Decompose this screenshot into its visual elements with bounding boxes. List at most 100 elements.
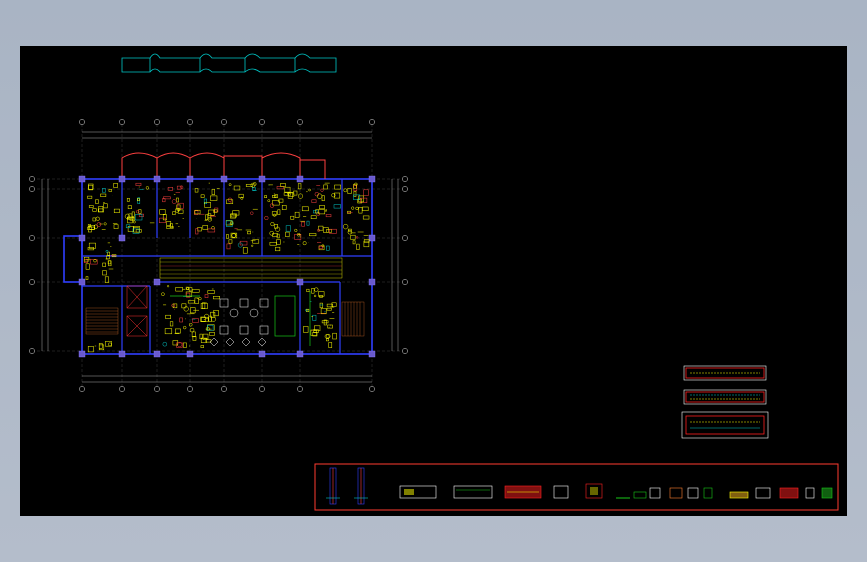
furniture-mark bbox=[320, 308, 327, 315]
elevation-sheet-1[interactable] bbox=[683, 365, 767, 381]
furniture-mark bbox=[352, 240, 356, 245]
furniture-mark bbox=[353, 183, 357, 189]
furniture-mark bbox=[278, 198, 284, 203]
furniture-mark bbox=[98, 343, 103, 349]
furniture-mark bbox=[205, 214, 209, 220]
furniture-mark bbox=[314, 287, 319, 292]
furniture-mark bbox=[98, 206, 104, 212]
furniture-mark bbox=[331, 302, 337, 307]
furniture-mark bbox=[163, 196, 171, 200]
furniture-mark bbox=[355, 206, 359, 211]
cad-model-space[interactable] bbox=[20, 46, 847, 516]
furniture-mark bbox=[320, 188, 324, 192]
furniture-mark bbox=[238, 193, 244, 199]
furniture-mark bbox=[325, 333, 331, 339]
furniture-mark bbox=[313, 210, 318, 214]
furniture-mark bbox=[245, 184, 253, 187]
elevation-sheet-2[interactable] bbox=[683, 389, 767, 405]
furniture-mark bbox=[97, 208, 104, 213]
furniture-mark bbox=[183, 306, 189, 312]
furniture-mark bbox=[211, 226, 215, 230]
furniture-mark bbox=[306, 220, 310, 226]
furniture-mark bbox=[233, 185, 241, 191]
furniture-mark bbox=[162, 341, 168, 347]
furniture-mark bbox=[360, 197, 368, 203]
dimension-lines-top bbox=[41, 131, 399, 383]
furniture-mark bbox=[145, 186, 150, 190]
furniture-layer bbox=[83, 182, 370, 353]
furniture-mark bbox=[175, 328, 181, 334]
furniture-mark bbox=[111, 254, 117, 258]
furniture-mark bbox=[87, 195, 93, 199]
furniture-mark bbox=[191, 331, 196, 338]
furniture-mark bbox=[326, 307, 332, 311]
furniture-mark bbox=[355, 236, 359, 239]
furniture-mark bbox=[334, 192, 341, 199]
furniture-mark bbox=[269, 242, 277, 246]
furniture-mark bbox=[195, 228, 199, 235]
furniture-mark bbox=[326, 229, 332, 233]
furniture-mark bbox=[252, 239, 260, 244]
furniture-mark bbox=[232, 210, 240, 216]
furniture-mark bbox=[250, 211, 254, 215]
furniture-mark bbox=[294, 211, 300, 218]
furniture-mark bbox=[113, 208, 120, 213]
furniture-mark bbox=[306, 308, 310, 312]
furniture-mark bbox=[226, 243, 231, 250]
furniture-mark bbox=[162, 214, 167, 221]
furniture-mark bbox=[100, 193, 107, 197]
detail-strip[interactable] bbox=[314, 463, 839, 511]
furniture-mark bbox=[183, 325, 187, 330]
furniture-mark bbox=[321, 195, 325, 201]
furniture-mark bbox=[313, 329, 319, 333]
furniture-mark bbox=[187, 300, 195, 304]
furniture-mark bbox=[226, 199, 234, 204]
furniture-mark bbox=[362, 206, 369, 211]
furniture-mark bbox=[167, 187, 173, 191]
furniture-mark bbox=[126, 198, 130, 202]
furniture-mark bbox=[303, 326, 309, 333]
furniture-mark bbox=[181, 303, 187, 309]
furniture-mark bbox=[127, 226, 134, 232]
furniture-mark bbox=[102, 188, 106, 193]
furniture-mark bbox=[239, 240, 248, 246]
furniture-mark bbox=[250, 182, 256, 188]
furniture-mark bbox=[285, 225, 291, 232]
furniture-mark bbox=[165, 314, 171, 319]
furniture-mark bbox=[192, 318, 199, 323]
furniture-mark bbox=[194, 297, 199, 304]
furniture-mark bbox=[169, 321, 174, 327]
furniture-mark bbox=[138, 213, 144, 217]
furniture-mark bbox=[208, 315, 212, 322]
furniture-mark bbox=[272, 200, 280, 206]
furniture-mark bbox=[113, 224, 119, 229]
furniture-mark bbox=[204, 202, 211, 208]
furniture-mark bbox=[226, 220, 233, 227]
furniture-mark bbox=[274, 224, 278, 229]
furniture-mark bbox=[189, 327, 195, 333]
furniture-mark bbox=[315, 209, 319, 214]
furniture-mark bbox=[314, 325, 321, 331]
furniture-mark bbox=[314, 192, 319, 197]
furniture-mark bbox=[85, 276, 89, 280]
furniture-mark bbox=[177, 207, 181, 211]
furniture-mark bbox=[294, 228, 298, 232]
elevation-sheet-3[interactable] bbox=[681, 411, 769, 439]
furniture-mark bbox=[177, 202, 184, 209]
furniture-mark bbox=[192, 289, 200, 293]
furniture-mark bbox=[133, 226, 140, 233]
furniture-mark bbox=[176, 185, 182, 190]
furniture-mark bbox=[362, 215, 370, 220]
furniture-mark bbox=[194, 188, 199, 193]
floor-plan[interactable] bbox=[29, 119, 408, 392]
furniture-mark bbox=[194, 210, 199, 215]
furniture-mark bbox=[347, 188, 352, 194]
furniture-mark bbox=[210, 311, 216, 318]
furniture-mark bbox=[326, 303, 333, 308]
furniture-mark bbox=[269, 203, 275, 208]
furniture-mark bbox=[319, 302, 323, 309]
furniture-mark bbox=[161, 292, 165, 296]
furniture-mark bbox=[127, 205, 132, 209]
furniture-mark bbox=[108, 189, 112, 192]
furniture-mark bbox=[135, 229, 142, 233]
